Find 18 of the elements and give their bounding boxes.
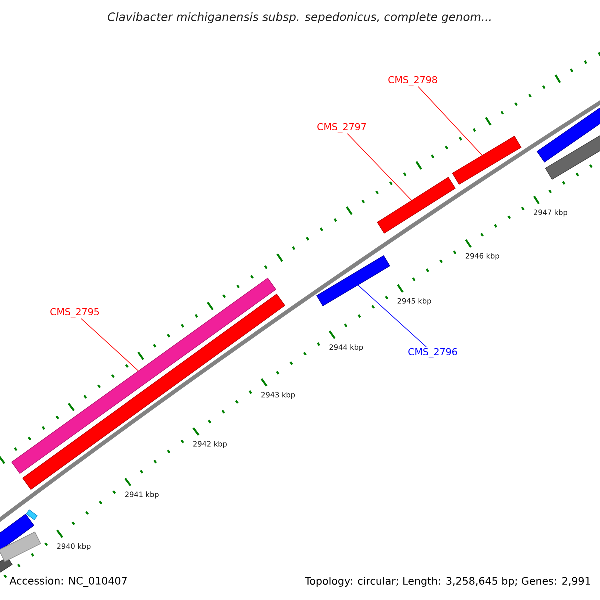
leader-line: [347, 134, 412, 201]
title: Clavibacter michiganensis subsp. sepedonicus, complete genom...: [108, 12, 491, 24]
genome-info-text: Topology: circular; Length: 3,258,645 bp; Genes: 2,991: [305, 577, 590, 587]
gene-bar: [452, 136, 522, 185]
gene-label: CMS_2797: [318, 123, 366, 133]
gene-bar: [0, 532, 42, 562]
gene-bar: [26, 510, 38, 520]
leader-line: [358, 285, 427, 348]
gene-bar: [536, 106, 600, 163]
accession-text: Accession: NC_010407: [10, 576, 127, 588]
gene-bar: [545, 134, 600, 180]
gene-bar: [0, 556, 13, 574]
leader-line: [81, 318, 139, 372]
leader-line: [418, 86, 483, 156]
gene-label: CMS_2798: [388, 76, 438, 86]
gene-label: CMS_2795: [50, 308, 100, 318]
gene-bar: [377, 177, 456, 234]
gene-label: CMS_2796: [408, 348, 458, 358]
